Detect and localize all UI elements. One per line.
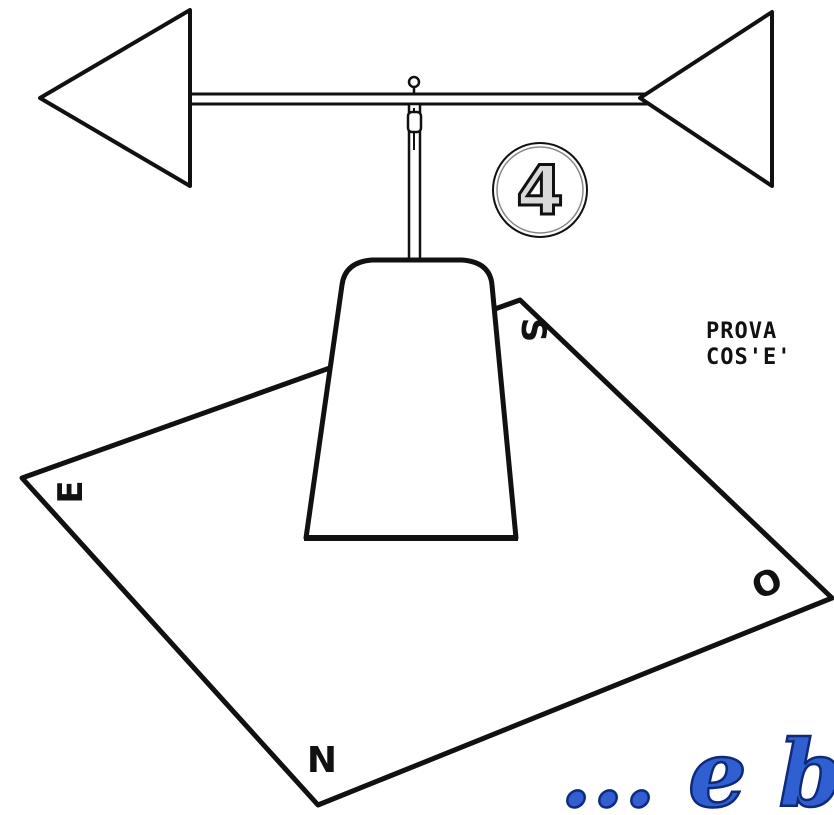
compass-south-label: S: [513, 318, 553, 343]
vane-cup: [306, 260, 516, 538]
compass-east-label: E: [51, 480, 91, 503]
pivot-top: [409, 77, 419, 87]
vane-arrowhead: [40, 10, 190, 186]
prompt-line-2: COS'E': [706, 345, 791, 370]
prompt-line-1: PROVA: [706, 319, 777, 344]
rod-collar: [408, 112, 421, 132]
step-number: 4: [516, 152, 563, 231]
vane-tail-fin: [640, 12, 772, 186]
compass-north-label: N: [307, 740, 337, 781]
bottom-caption: ... e buo: [560, 720, 834, 815]
vane-shaft: [148, 94, 674, 104]
